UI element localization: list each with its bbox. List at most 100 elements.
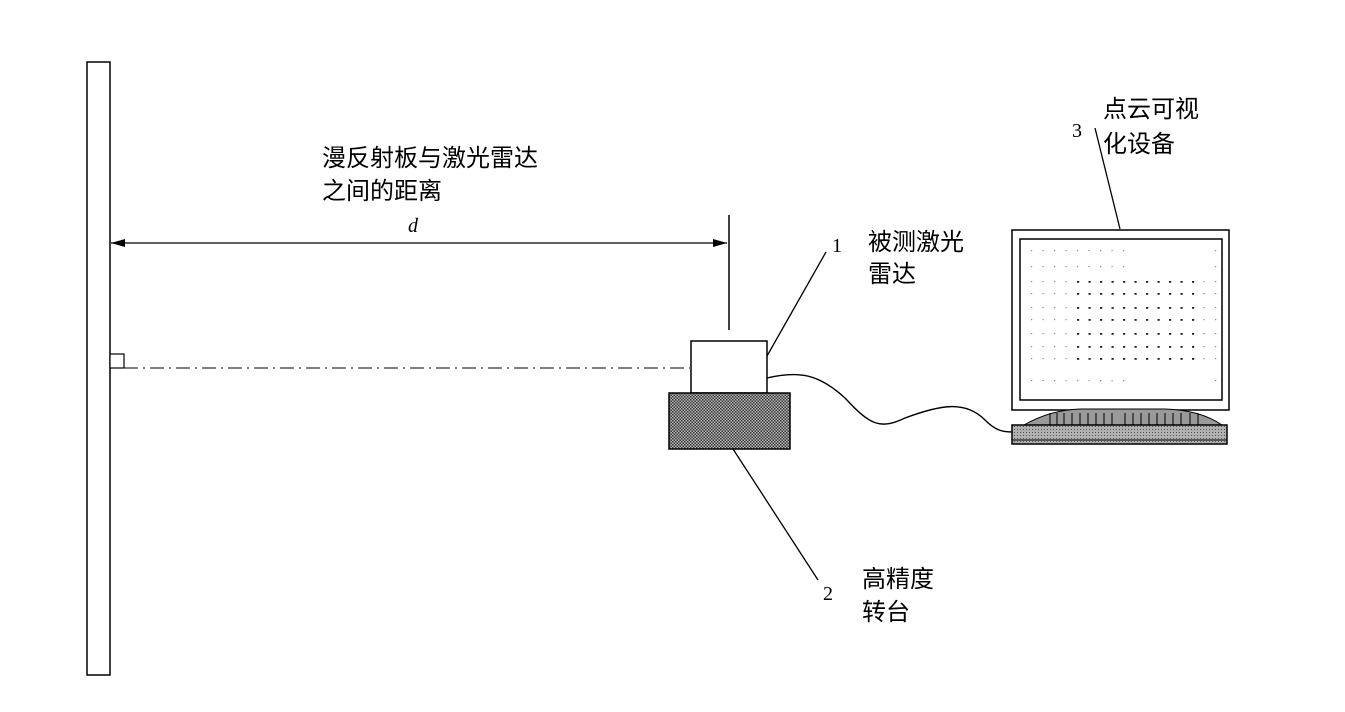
display-label-line2: 化设备 — [1103, 130, 1175, 158]
point-cloud-dot — [1123, 358, 1126, 360]
keyboard — [1011, 424, 1228, 445]
point-cloud-dot — [1100, 307, 1103, 309]
point-cloud-dot — [1042, 380, 1044, 382]
point-cloud-dot — [1123, 380, 1125, 382]
point-cloud-dot — [1111, 250, 1113, 252]
turntable-number: 2 — [823, 583, 833, 605]
point-cloud-dot — [1065, 319, 1067, 321]
point-cloud-dot — [1134, 307, 1137, 309]
point-cloud-dot — [1180, 358, 1183, 360]
point-cloud-dot — [1157, 319, 1160, 321]
point-cloud-dot — [1100, 250, 1102, 252]
point-cloud-dot — [1088, 266, 1090, 268]
point-cloud-dot — [1192, 319, 1195, 321]
point-cloud-dot — [1042, 358, 1044, 360]
point-cloud-dot — [1123, 307, 1126, 309]
point-cloud-dot — [1192, 333, 1195, 335]
point-cloud-dot — [1192, 307, 1195, 309]
point-cloud-dot — [1123, 250, 1125, 252]
point-cloud-dot — [1054, 358, 1056, 360]
point-cloud-dot — [1215, 333, 1217, 335]
point-cloud-dot — [1192, 281, 1195, 283]
point-cloud-dot — [1180, 333, 1183, 335]
point-cloud-dot — [1134, 281, 1137, 283]
point-cloud-dot — [1111, 346, 1114, 348]
point-cloud-dot — [1180, 346, 1183, 348]
point-cloud-dot — [1180, 307, 1183, 309]
point-cloud-dot — [1203, 281, 1205, 283]
high-precision-turntable — [668, 392, 791, 450]
point-cloud-dot — [1134, 293, 1137, 295]
point-cloud-dot — [1146, 358, 1149, 360]
lidar-leader-line — [766, 251, 827, 357]
data-cable — [766, 373, 1013, 433]
point-cloud-dot — [1100, 333, 1103, 335]
point-cloud-dot — [1031, 346, 1033, 348]
keyboard-keys — [1049, 413, 1199, 425]
point-cloud-dot — [1111, 307, 1114, 309]
point-cloud-dot — [1123, 281, 1126, 283]
point-cloud-dot — [1077, 250, 1079, 252]
point-cloud-dot — [1077, 319, 1080, 321]
point-cloud-dot — [1065, 380, 1067, 382]
point-cloud-dot — [1100, 319, 1103, 321]
point-cloud-dot — [1042, 346, 1044, 348]
distance-label-line2: 之间的距离 — [322, 177, 442, 205]
point-cloud-dot — [1111, 266, 1113, 268]
display-label-line1: 点云可视 — [1103, 95, 1199, 123]
point-cloud-dot — [1031, 358, 1033, 360]
point-cloud-dot — [1100, 266, 1102, 268]
point-cloud-dot — [1065, 281, 1067, 283]
point-cloud-dot — [1180, 293, 1183, 295]
point-cloud-dot — [1169, 281, 1172, 283]
point-cloud-dot — [1065, 307, 1067, 309]
point-cloud-dot — [1100, 293, 1103, 295]
point-cloud-dot — [1146, 307, 1149, 309]
point-cloud-dot — [1180, 319, 1183, 321]
point-cloud-dot — [1157, 346, 1160, 348]
point-cloud-dot — [1215, 281, 1217, 283]
point-cloud-dot — [1031, 281, 1033, 283]
point-cloud-dot — [1203, 293, 1205, 295]
point-cloud-dot — [1065, 333, 1067, 335]
point-cloud-dot — [1180, 281, 1183, 283]
point-cloud-dot — [1215, 358, 1217, 360]
point-cloud-dot — [1077, 281, 1080, 283]
monitor-screen — [1019, 238, 1223, 401]
point-cloud-dot — [1215, 266, 1217, 268]
point-cloud-dot — [1169, 358, 1172, 360]
point-cloud-dot — [1203, 307, 1205, 309]
point-cloud-dot — [1215, 380, 1217, 382]
distance-symbol: d — [408, 215, 419, 237]
point-cloud-dot — [1169, 319, 1172, 321]
point-cloud-dot — [1054, 333, 1056, 335]
turntable-label-line1: 高精度 — [862, 565, 934, 593]
point-cloud-dot — [1146, 319, 1149, 321]
point-cloud-dot — [1065, 266, 1067, 268]
point-cloud-dot — [1031, 319, 1033, 321]
point-cloud-dot — [1065, 358, 1067, 360]
point-cloud-dot — [1042, 319, 1044, 321]
point-cloud-dot — [1146, 281, 1149, 283]
point-cloud-dot — [1042, 307, 1044, 309]
point-cloud-dot — [1203, 358, 1205, 360]
point-cloud-dot — [1169, 293, 1172, 295]
point-cloud-dot — [1111, 380, 1113, 382]
point-cloud-dot — [1088, 346, 1091, 348]
point-cloud-dot — [1203, 333, 1205, 335]
point-cloud-dot — [1100, 281, 1103, 283]
point-cloud-dot — [1123, 319, 1126, 321]
point-cloud-dot — [1077, 293, 1080, 295]
point-cloud-dot — [1088, 333, 1091, 335]
point-cloud-dot — [1065, 346, 1067, 348]
lidar-label-line2: 雷达 — [868, 260, 916, 288]
point-cloud-dot — [1192, 346, 1195, 348]
reflector-target-square — [109, 353, 125, 369]
point-cloud-dot — [1054, 281, 1056, 283]
point-cloud-dot — [1054, 307, 1056, 309]
point-cloud-dot — [1054, 380, 1056, 382]
lidar-under-test — [690, 340, 768, 394]
point-cloud-dot — [1215, 250, 1217, 252]
